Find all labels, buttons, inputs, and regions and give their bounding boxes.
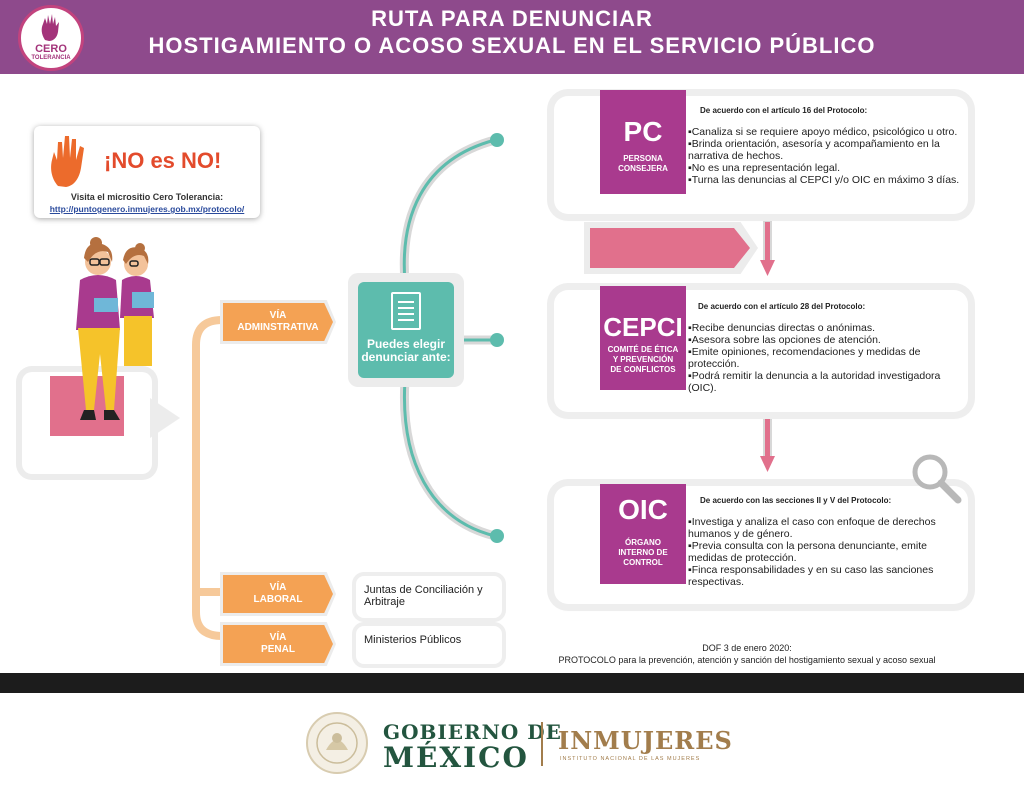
document-icon <box>391 292 421 330</box>
visit-text: Visita el micrositio Cero Tolerancia: <box>70 192 224 202</box>
cepci-bullets: ▪Recibe denuncias directas o anónimas. ▪… <box>688 322 964 394</box>
oic-acuerdo: De acuerdo con las secciones II y V del … <box>700 496 892 505</box>
ministerios-card: Ministerios Públicos <box>356 626 502 664</box>
oic-abbr: OIC <box>618 494 668 525</box>
gob-line1: GOBIERNO DE <box>383 720 562 744</box>
microsite-link[interactable]: http://puntogenero.inmujeres.gob.mx/prot… <box>49 204 245 214</box>
cepci-name: COMITÉ DE ÉTICA Y PREVENCIÓN DE CONFLICT… <box>607 345 679 374</box>
stop-hand-icon <box>51 136 84 187</box>
cepci-acuerdo: De acuerdo con el artículo 28 del Protoc… <box>698 302 866 311</box>
footer-separator <box>541 722 543 766</box>
cepci-bullet: ▪Recibe denuncias directas o anónimas. <box>688 322 875 334</box>
page-title-line2: HOSTIGAMIENTO O ACOSO SEXUAL EN EL SERVI… <box>148 33 876 58</box>
cepci-label: CEPCI COMITÉ DE ÉTICA Y PREVENCIÓN DE CO… <box>600 286 686 390</box>
oic-name: ÓRGANO INTERNO DE CONTROL <box>618 538 668 567</box>
page-title-line1: RUTA PARA DENUNCIAR <box>371 6 653 31</box>
puedes-elegir-text: Puedes elegir denunciar ante: <box>361 337 451 364</box>
magnifier-icon <box>912 454 962 504</box>
women-illustration <box>76 237 154 420</box>
frame-arrow-icon <box>150 398 180 438</box>
header-banner: CERO TOLERANCIA RUTA PARA DENUNCIAR HOST… <box>0 0 1024 74</box>
via-penal: VÍA PENAL <box>223 625 333 663</box>
logo-text: CERO <box>35 43 67 55</box>
logo-subtext: TOLERANCIA <box>31 55 71 61</box>
pc-bullet: ▪Brinda orientación, asesoría y acompaña… <box>688 138 940 162</box>
gobierno-de-mexico-logo: GOBIERNO DE MÉXICO <box>383 720 562 772</box>
gob-line2: MÉXICO <box>383 741 529 774</box>
cepci-bullet: ▪Emite opiniones, recomendaciones y medi… <box>688 346 921 370</box>
oic-bullets: ▪Investiga y analiza el caso con enfoque… <box>688 516 964 588</box>
dof-line2: PROTOCOLO para la prevención, atención y… <box>558 655 936 665</box>
oic-bullet: ▪Finca responsabilidades y en su caso la… <box>688 564 934 588</box>
pc-name: PERSONA CONSEJERA <box>618 154 668 173</box>
cero-tolerancia-logo: CERO TOLERANCIA <box>18 5 84 71</box>
cepci-abbr: CEPCI <box>603 312 683 342</box>
puedes-elegir-box: Puedes elegir denunciar ante: <box>358 282 454 378</box>
via-administrativa: VÍA ADMINSTRATIVA <box>223 303 333 341</box>
pc-acuerdo: De acuerdo con el artículo 16 del Protoc… <box>700 106 868 115</box>
pc-label: PC PERSONA CONSEJERA <box>600 90 686 194</box>
cepci-bullet: ▪Podrá remitir la denuncia a la autorida… <box>688 370 941 394</box>
pc-abbr: PC <box>623 116 663 147</box>
oic-label: OIC ÓRGANO INTERNO DE CONTROL <box>600 484 686 584</box>
hand-logo-icon <box>41 14 59 41</box>
oic-bullet: ▪Investiga y analiza el caso con enfoque… <box>688 516 936 540</box>
cepci-bullet: ▪Asesora sobre las opciones de atención. <box>688 334 881 346</box>
dof-line1: DOF 3 de enero 2020: <box>702 643 792 653</box>
pc-bullet: ▪Canaliza si se requiere apoyo médico, p… <box>688 126 958 138</box>
national-seal-icon <box>306 712 368 774</box>
pc-bullet: ▪Turna las denuncias al CEPCI y/o OIC en… <box>688 174 960 186</box>
pink-arrow <box>590 228 750 268</box>
inmujeres-logo: INMUJERES <box>558 726 733 755</box>
dof-reference: DOF 3 de enero 2020: PROTOCOLO para la p… <box>552 642 942 666</box>
no-es-no-heading: ¡NO es NO! <box>104 148 222 173</box>
no-es-no-card: ¡NO es NO! Visita el micrositio Cero Tol… <box>34 126 260 218</box>
juntas-card: Juntas de Conciliación y Arbitraje <box>356 576 502 618</box>
oic-bullet: ▪Previa consulta con la persona denuncia… <box>688 540 927 564</box>
inmujeres-subtitle: INSTITUTO NACIONAL DE LAS MUJERES <box>560 756 701 762</box>
pc-bullet: ▪No es una representación legal. <box>688 162 840 174</box>
via-laboral: VÍA LABORAL <box>223 575 333 613</box>
divider-bar <box>0 673 1024 693</box>
pc-bullets: ▪Canaliza si se requiere apoyo médico, p… <box>688 126 964 186</box>
